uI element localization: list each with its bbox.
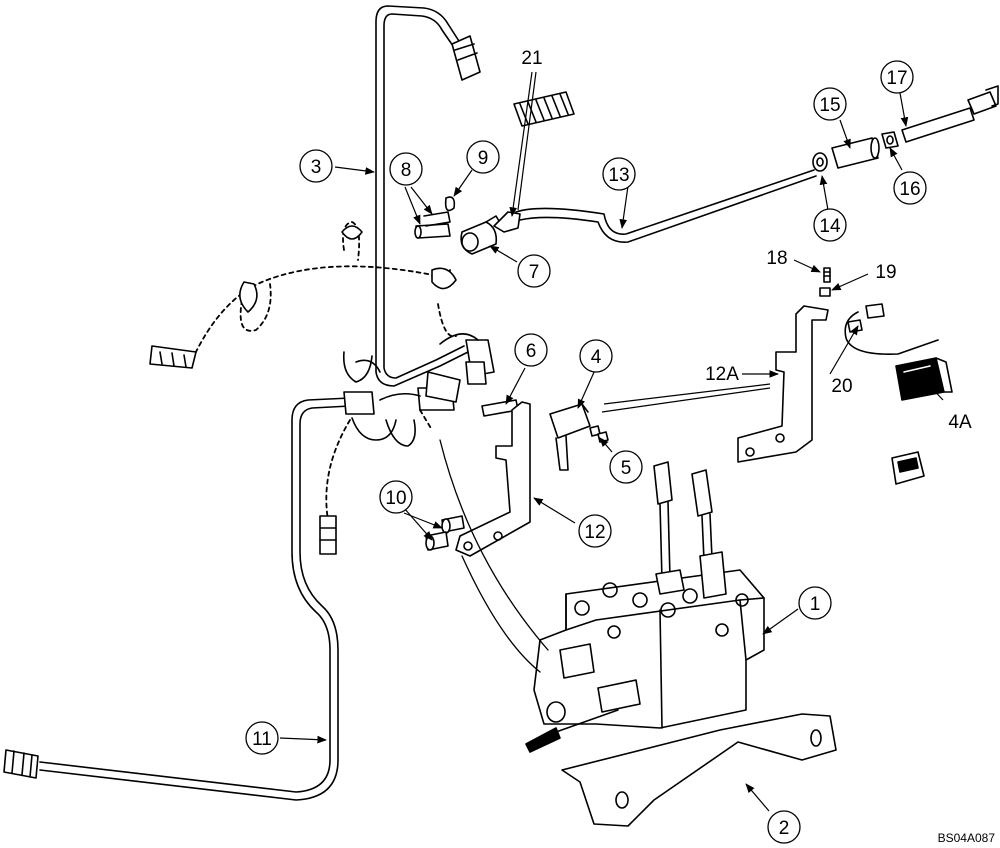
nuts-part-5 <box>589 425 609 443</box>
callout-12: 12 <box>584 522 605 543</box>
callout-circles <box>245 60 927 844</box>
callout-8: 8 <box>401 160 412 181</box>
callout-13: 13 <box>608 165 629 186</box>
callout-4-circle <box>579 339 613 373</box>
callout-19: 19 <box>875 262 896 283</box>
callout-17: 17 <box>886 68 907 89</box>
bracket-part-12a <box>737 305 829 463</box>
microswitch-part-4 <box>549 403 591 471</box>
callout-7-circle <box>517 254 551 288</box>
callout-15: 15 <box>819 95 840 116</box>
mount-plate-part-2 <box>561 713 837 827</box>
callout-4: 4 <box>591 347 602 368</box>
callout-20: 20 <box>831 376 852 397</box>
pivot-block-part-7 <box>460 215 503 255</box>
callout-8-circle <box>389 152 423 186</box>
callout-5: 5 <box>621 458 632 479</box>
callout-16: 16 <box>899 179 920 200</box>
control-rod-part-13 <box>493 169 817 243</box>
callout-16-circle <box>893 171 927 205</box>
callout-17-circle <box>880 60 914 94</box>
callout-6: 6 <box>526 341 537 362</box>
callout-4a: 4A <box>948 412 972 433</box>
callout-9: 9 <box>478 148 489 169</box>
callout-1: 1 <box>810 594 821 615</box>
callout-6-circle <box>514 333 548 367</box>
callout-14-circle <box>813 208 847 242</box>
callout-12a: 12A <box>705 364 739 385</box>
valve-rods <box>653 461 727 599</box>
control-valve-part-1 <box>525 569 765 753</box>
callout-11-circle <box>245 721 279 755</box>
leader-lines <box>279 71 944 812</box>
clip-part-9 <box>444 196 456 212</box>
harness-part-20 <box>844 303 939 355</box>
callout-7: 7 <box>529 262 540 283</box>
switch-part-4a <box>895 357 953 401</box>
pins-part-8 <box>414 211 451 239</box>
callout-10-circle <box>379 480 413 514</box>
callout-5-circle <box>609 450 643 484</box>
spring-part-21 <box>513 91 575 127</box>
connecting-hoses <box>439 439 549 673</box>
callout-13-circle <box>602 157 636 191</box>
callout-14: 14 <box>819 216 841 237</box>
callout-15-circle <box>813 87 847 121</box>
callout-3: 3 <box>311 157 322 178</box>
callout-3-circle <box>299 149 333 183</box>
callout-1-circle <box>798 586 832 620</box>
tube-part-11 <box>3 397 351 801</box>
nut-part-19 <box>819 287 831 297</box>
callout-12-circle <box>578 514 612 548</box>
tube-part-3 <box>375 5 495 387</box>
dashed-routing <box>191 221 457 521</box>
fittings-cluster <box>342 351 487 447</box>
callout-2-circle <box>767 810 801 844</box>
hose-clamps <box>149 225 457 555</box>
nut-part-16 <box>881 131 899 149</box>
screw-part-18 <box>823 267 831 283</box>
washer-part-14 <box>812 152 828 172</box>
callout-labels: 1 2 3 4 4A 5 6 7 8 9 10 11 12 12A 13 14 … <box>252 48 972 839</box>
rocker-switch <box>891 451 925 485</box>
bracket-part-12 <box>455 401 531 557</box>
rod-end-part-17 <box>901 85 999 143</box>
sleeve-part-15 <box>831 137 880 169</box>
callout-2: 2 <box>779 818 790 839</box>
callout-11: 11 <box>252 729 272 750</box>
callout-9-circle <box>466 140 500 174</box>
callout-21: 21 <box>521 48 542 69</box>
callout-18: 18 <box>766 248 787 269</box>
callout-10: 10 <box>385 488 406 509</box>
figure-reference: BS04A087 <box>938 831 996 845</box>
